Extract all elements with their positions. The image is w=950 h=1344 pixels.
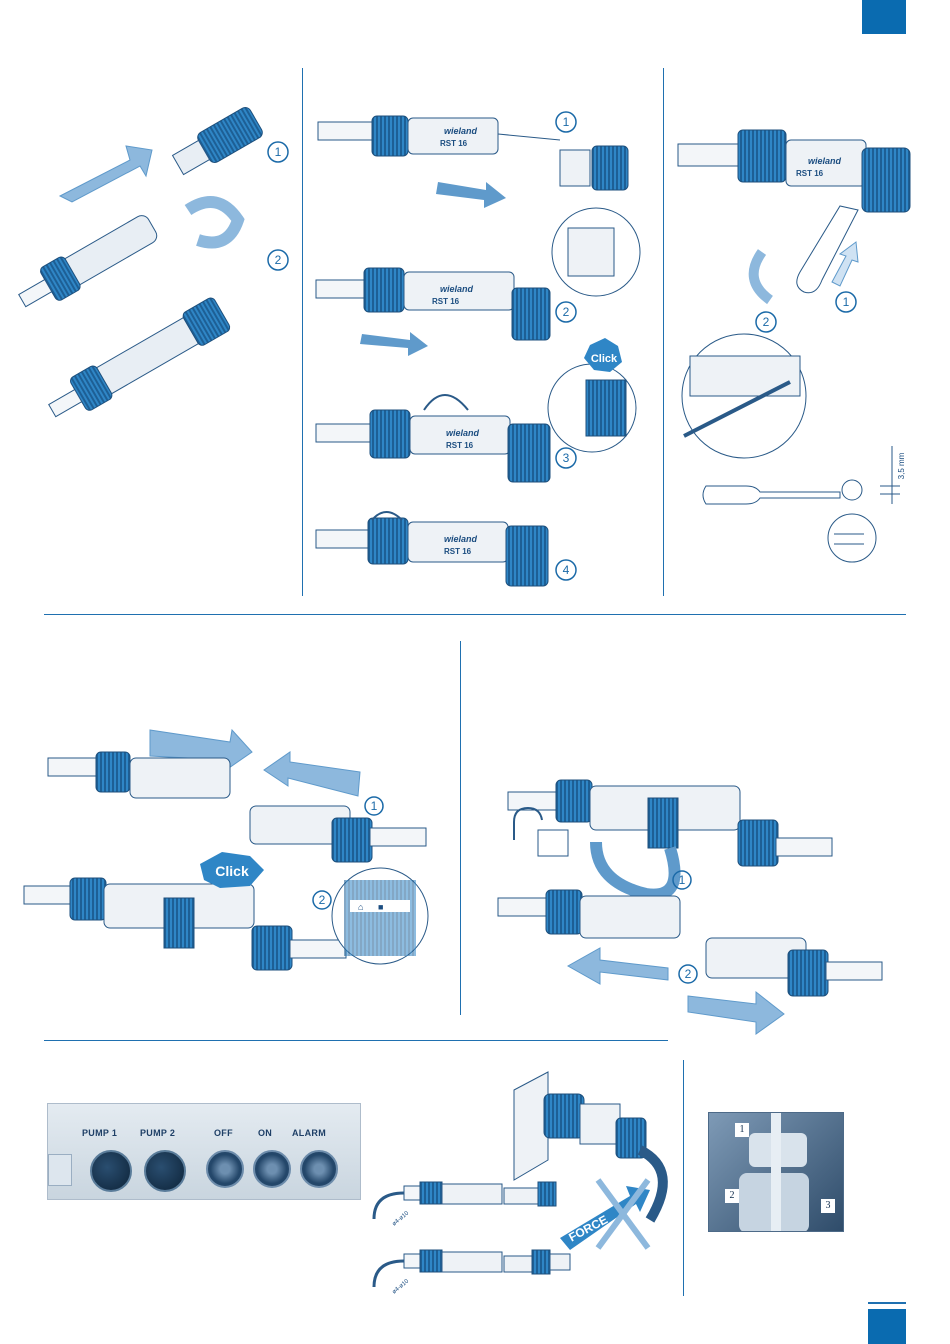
- pump1-cable-gland: [90, 1150, 132, 1192]
- arrow-icon: [568, 948, 668, 984]
- svg-text:RST 16: RST 16: [444, 547, 472, 556]
- control-panel-photo: PUMP 1 PUMP 2 OFF ON ALARM: [47, 1103, 361, 1200]
- click-callout: Click: [591, 353, 618, 365]
- svg-text:wieland: wieland: [808, 156, 842, 166]
- release-illustration: wieland RST 16 1 2 3,5 mm: [678, 130, 910, 562]
- assembly-illustration: 1 2: [13, 105, 288, 427]
- dimension-label: 3,5 mm: [897, 452, 906, 479]
- panel-label-pump2: PUMP 2: [140, 1128, 175, 1138]
- off-socket: [206, 1150, 244, 1188]
- step-number: 2: [275, 253, 282, 267]
- arrow-icon: [60, 146, 152, 202]
- svg-text:2: 2: [319, 893, 326, 907]
- svg-text:wieland: wieland: [446, 428, 480, 438]
- svg-text:RST 16: RST 16: [440, 139, 468, 148]
- pump2-cable-gland: [144, 1150, 186, 1192]
- step-number: 1: [275, 145, 282, 159]
- arrow-icon: [264, 752, 360, 796]
- panel-label-off: OFF: [214, 1128, 233, 1138]
- alarm-socket: [300, 1150, 338, 1188]
- arrow-icon: [360, 332, 428, 356]
- svg-text:2: 2: [685, 967, 692, 981]
- lock-icon: ■: [378, 902, 383, 912]
- svg-text:1: 1: [563, 115, 570, 129]
- cable-size-label: ø4-ø10: [391, 1210, 410, 1227]
- wiring-photo: 1 2 3: [708, 1112, 844, 1232]
- arrow-icon: [436, 182, 506, 208]
- click-callout: Click: [215, 863, 249, 879]
- coupling-illustration: 1 Click ⌂ ■ 2: [24, 730, 428, 970]
- svg-text:2: 2: [763, 315, 770, 329]
- panel-label-alarm: ALARM: [292, 1128, 326, 1138]
- cable-size-label: ø4-ø10: [391, 1278, 410, 1295]
- force-warning-illustration: FORCE ø4-ø10 ø4-ø10: [374, 1072, 663, 1296]
- panel-label-on: ON: [258, 1128, 272, 1138]
- uncoupling-illustration: 1 2: [498, 780, 882, 1034]
- mating-steps: wieland RST 16 1 wieland RST 16 2 wielan…: [316, 112, 640, 586]
- svg-text:RST 16: RST 16: [796, 169, 824, 178]
- rotate-icon: [754, 252, 770, 300]
- arrow-icon: [688, 992, 784, 1034]
- svg-text:RST 16: RST 16: [432, 297, 460, 306]
- panel-label-pump1: PUMP 1: [82, 1128, 117, 1138]
- svg-text:wieland: wieland: [440, 284, 474, 294]
- svg-text:wieland: wieland: [444, 126, 478, 136]
- unlock-icon: ⌂: [358, 902, 363, 912]
- svg-text:4: 4: [563, 563, 570, 577]
- svg-text:wieland: wieland: [444, 534, 478, 544]
- rotate-icon: [596, 842, 675, 895]
- photo-label-2: 2: [725, 1189, 739, 1203]
- on-socket: [253, 1150, 291, 1188]
- photo-label-3: 3: [821, 1199, 835, 1213]
- rotate-icon: [424, 395, 468, 410]
- svg-text:1: 1: [371, 799, 378, 813]
- svg-text:1: 1: [843, 295, 850, 309]
- svg-text:2: 2: [563, 305, 570, 319]
- svg-text:RST 16: RST 16: [446, 441, 474, 450]
- rotate-icon: [188, 202, 238, 243]
- svg-text:1: 1: [679, 873, 686, 887]
- screwdriver-icon: [703, 486, 840, 504]
- photo-label-1: 1: [735, 1123, 749, 1137]
- cable-gland: [48, 1154, 72, 1186]
- svg-text:3: 3: [563, 451, 570, 465]
